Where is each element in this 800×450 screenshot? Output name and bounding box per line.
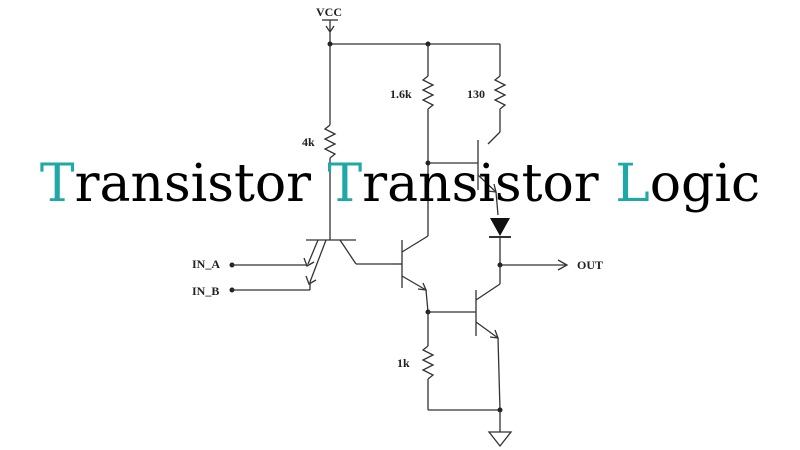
input-b-label: IN_B — [192, 284, 219, 298]
r-collector-label: 1.6k — [390, 87, 412, 101]
resistor-1k — [421, 312, 503, 413]
title-word-1: Transistor — [39, 154, 312, 214]
input-a-label: IN_A — [192, 257, 220, 271]
output-label: OUT — [577, 258, 603, 272]
input-wires — [229, 262, 311, 293]
r-output-label: 130 — [467, 87, 485, 101]
vcc-rail — [327, 41, 501, 76]
title-word-2: Transistor — [327, 154, 599, 214]
page-title: Transistor Transistor Logic — [0, 158, 800, 210]
transistor-q1 — [303, 238, 392, 285]
r-base-label: 4k — [302, 135, 315, 149]
resistor-4k — [323, 44, 337, 238]
output-line — [497, 259, 569, 271]
ground-icon — [487, 410, 513, 448]
transistor-q2 — [392, 235, 431, 315]
resistor-130 — [487, 75, 507, 145]
diode-icon — [489, 218, 511, 265]
transistor-q4 — [428, 265, 501, 411]
r-emitter-label: 1k — [397, 356, 410, 370]
transistor-q3 — [428, 140, 499, 216]
vcc-arrow-icon — [322, 19, 338, 44]
vcc-label: VCC — [316, 5, 342, 19]
title-word-3: Logic — [615, 154, 761, 214]
